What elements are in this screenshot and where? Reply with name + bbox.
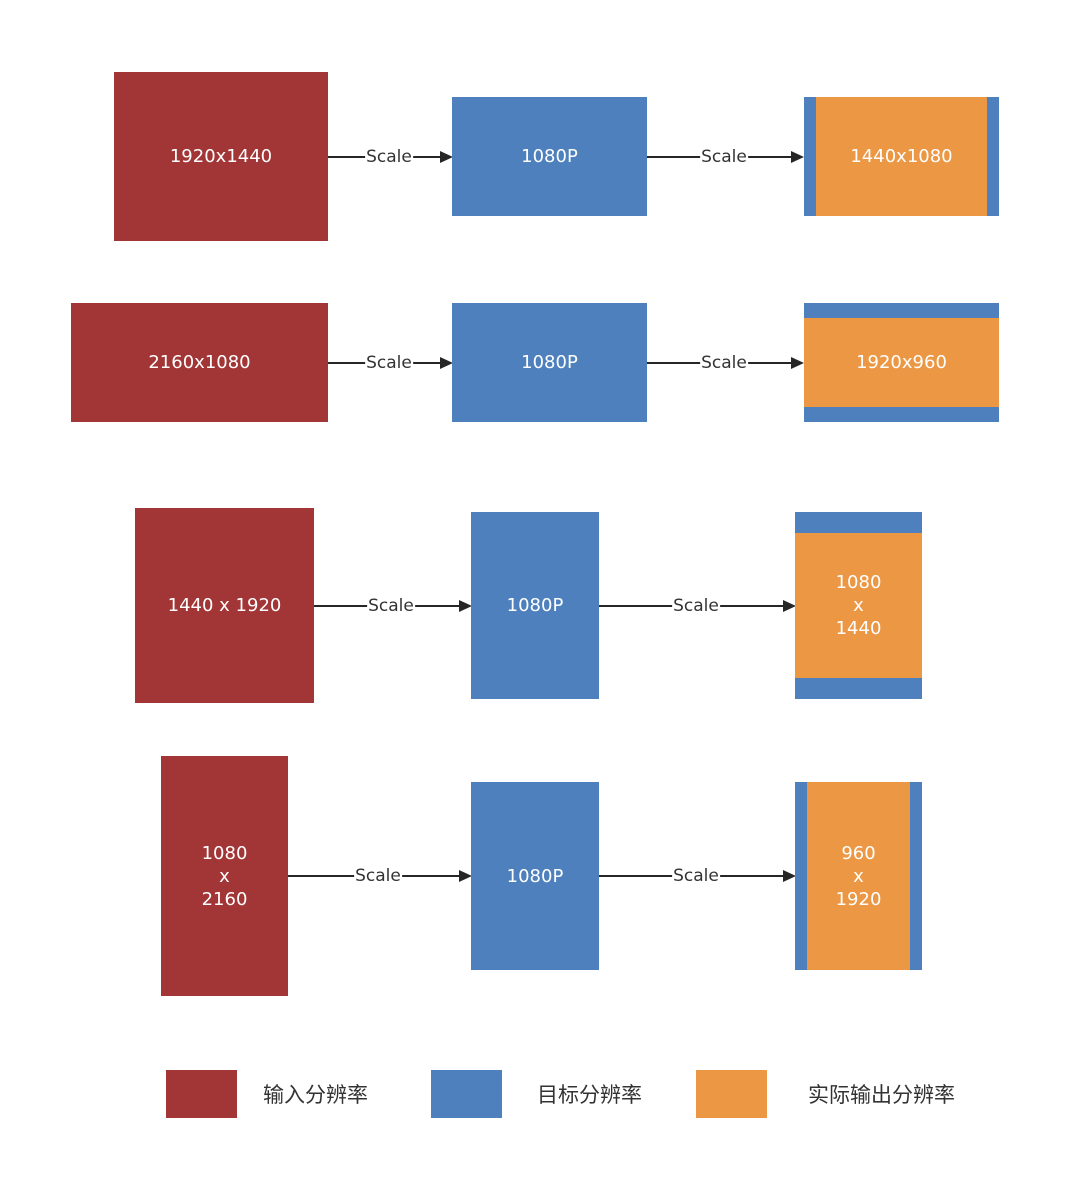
output-frame-2: 1920x960	[804, 303, 999, 422]
target-label-1: 1080P	[521, 146, 578, 167]
target-box-4: 1080P	[471, 782, 599, 970]
output-label-4-line3: 1920	[835, 888, 882, 910]
output-label-4-line2: x	[853, 865, 864, 887]
arrowhead-icon	[459, 600, 472, 612]
output-box-1: 1440x1080	[816, 97, 987, 216]
arrowhead-icon	[440, 151, 453, 163]
scale-edge-label: Scale	[365, 353, 413, 373]
output-frame-3: 1080 x 1440	[795, 512, 922, 699]
input-box-4: 1080 x 2160	[161, 756, 288, 996]
target-label-3: 1080P	[506, 595, 564, 616]
output-label-3-line1: 1080	[835, 572, 882, 593]
input-label-4-line3: 2160	[201, 888, 248, 910]
target-label-4: 1080P	[506, 865, 564, 887]
input-label-4-line1: 1080	[201, 842, 248, 864]
arrowhead-icon	[783, 870, 796, 882]
legend-swatch-output	[696, 1070, 767, 1118]
arrowhead-icon	[459, 870, 472, 882]
output-box-4: 960 x 1920	[807, 782, 910, 970]
legend-swatch-input	[166, 1070, 237, 1118]
output-label-4-line1: 960	[841, 842, 876, 864]
arrowhead-icon	[783, 600, 796, 612]
arrowhead-icon	[791, 357, 804, 369]
output-frame-1: 1440x1080	[804, 97, 999, 216]
scale-edge-label: Scale	[672, 596, 720, 616]
target-box-2: 1080P	[452, 303, 647, 422]
output-label-3-line3: 1440	[835, 618, 882, 639]
scale-edge-label: Scale	[354, 866, 402, 886]
legend-label-input: 输入分辨率	[263, 1083, 368, 1107]
legend-swatch-target	[431, 1070, 502, 1118]
output-frame-4: 960 x 1920	[795, 782, 922, 970]
scale-edge-label: Scale	[672, 866, 720, 886]
input-box-3: 1440 x 1920	[135, 508, 314, 703]
legend-label-target: 目标分辨率	[537, 1083, 642, 1107]
input-box-2: 2160x1080	[71, 303, 328, 422]
input-box-1: 1920x1440	[114, 72, 328, 241]
input-label-3: 1440 x 1920	[167, 595, 282, 616]
target-label-2: 1080P	[521, 352, 578, 373]
arrowhead-icon	[791, 151, 804, 163]
target-box-1: 1080P	[452, 97, 647, 216]
legend-label-output: 实际输出分辨率	[808, 1083, 955, 1107]
input-label-2: 2160x1080	[148, 352, 251, 373]
scale-edge-label: Scale	[700, 353, 748, 373]
scale-edge-label: Scale	[700, 147, 748, 167]
output-label-1: 1440x1080	[850, 146, 953, 167]
input-label-1: 1920x1440	[169, 146, 273, 167]
scale-edge-label: Scale	[365, 147, 413, 167]
arrowhead-icon	[440, 357, 453, 369]
output-label-3-line2: x	[853, 595, 864, 616]
input-label-4-line2: x	[219, 865, 230, 887]
output-label-2: 1920x960	[856, 352, 947, 373]
output-box-2: 1920x960	[804, 318, 999, 407]
target-box-3: 1080P	[471, 512, 599, 699]
output-box-3: 1080 x 1440	[795, 533, 922, 678]
scale-edge-label: Scale	[367, 596, 415, 616]
